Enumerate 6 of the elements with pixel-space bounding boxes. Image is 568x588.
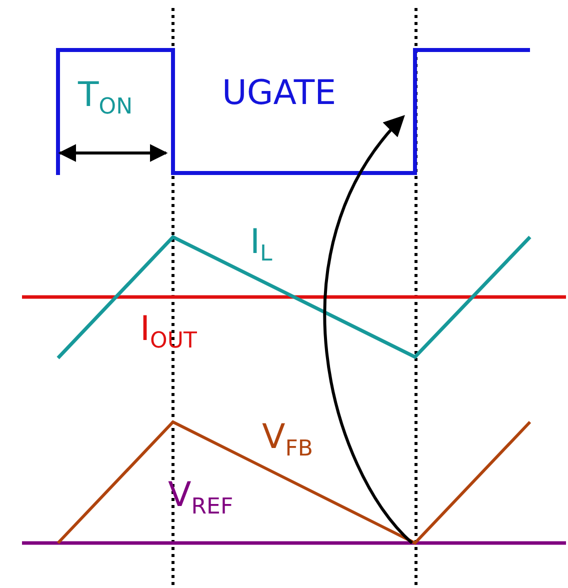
signal-label: T$_{ON}$ <box>78 78 133 119</box>
signal-label: UGATE <box>222 76 336 110</box>
signal-label: V$_{FB}$ <box>262 420 314 461</box>
signal-label: I$_{OUT}$ <box>140 312 197 353</box>
signal-label: I$_{L}$ <box>250 225 272 266</box>
signal-label: V$_{REF}$ <box>168 478 234 519</box>
